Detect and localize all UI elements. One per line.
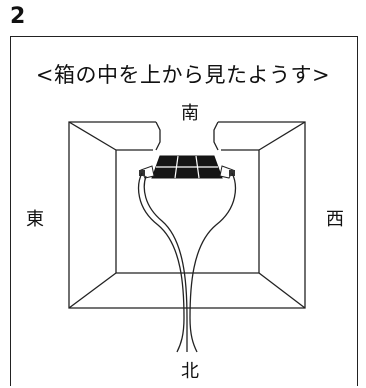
box-inner-floor <box>115 149 260 274</box>
corner-line-top-left <box>68 121 117 151</box>
figure-caption: <箱の中を上から見たようす> <box>35 63 331 87</box>
figure-frame <box>10 36 358 386</box>
corner-line-bottom-left <box>68 272 117 309</box>
corner-line-top-right <box>258 121 306 151</box>
question-number: 2 <box>10 4 26 29</box>
direction-label-west: 西 <box>326 209 344 230</box>
wire-left <box>137 172 185 353</box>
wires <box>137 172 237 353</box>
box-outer-wall <box>68 121 306 309</box>
solar-panel <box>139 155 235 179</box>
direction-label-east: 東 <box>26 209 44 230</box>
opening-left-edge <box>155 121 161 151</box>
direction-label-south: 南 <box>181 103 199 124</box>
corner-line-bottom-right <box>258 272 306 309</box>
direction-label-north: 北 <box>181 361 199 382</box>
wire-right <box>189 172 237 353</box>
opening-right-edge <box>213 121 219 151</box>
